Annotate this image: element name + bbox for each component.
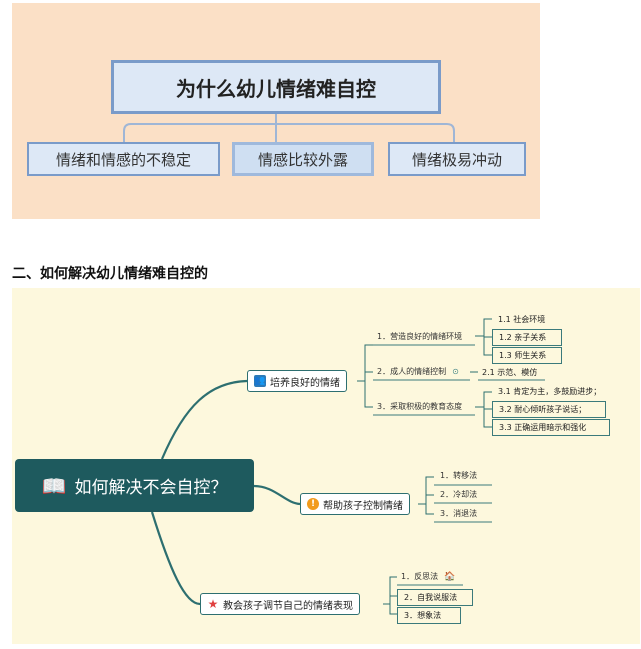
link-central-branch3: [150, 511, 201, 606]
top-child-node: 情绪和情感的不稳定: [27, 142, 220, 176]
sub-label: 1．营造良好的情绪环境: [377, 332, 463, 341]
sub-node: 2．成人的情绪控制 ⊙: [377, 365, 459, 379]
leaf-node: 3.1 肯定为主，多鼓励进步；: [498, 387, 602, 396]
leaf-node: 1.1 社会环境: [498, 315, 546, 324]
warning-icon: !: [307, 498, 319, 510]
branch-label: 培养良好的情绪: [270, 377, 340, 389]
branch-label: 教会孩子调节自己的情绪表现: [223, 600, 353, 612]
branch-label: 帮助孩子控制情绪: [323, 500, 403, 512]
branch-node: ! 帮助孩子控制情绪: [300, 493, 410, 515]
sub-label: 1．反思法: [401, 572, 439, 581]
sub-node: 2．自我说服法: [397, 589, 473, 606]
link-central-branch2: [253, 484, 301, 506]
central-node-label: 如何解决不会自控？: [74, 478, 228, 498]
central-node: 📖 如何解决不会自控？: [15, 459, 254, 512]
gear-icon: ⊙: [452, 367, 459, 376]
top-child-node: 情绪极易冲动: [388, 142, 526, 176]
sub-node: 3．想象法: [397, 607, 461, 624]
sub-node: 2．冷却法: [440, 490, 478, 499]
sub-node: 3．采取积极的教育态度: [377, 400, 462, 414]
leaf-node: 1.3 师生关系: [492, 347, 562, 364]
star-icon: ★: [207, 597, 219, 611]
top-child-node: 情感比较外露: [232, 142, 374, 176]
sub-node: 1．转移法: [440, 471, 478, 480]
sub-node: 1．营造良好的情绪环境: [377, 330, 462, 344]
top-diagram-title: 为什么幼儿情绪难自控: [111, 60, 441, 114]
link-central-branch1: [160, 379, 248, 460]
leaf-node: 2.1 示范、模仿: [482, 368, 538, 377]
leaf-node: 1.2 亲子关系: [492, 329, 562, 346]
people-icon: 👥: [254, 375, 266, 387]
leaf-node: 3.2 耐心倾听孩子说话；: [492, 401, 606, 418]
branch-node: ★ 教会孩子调节自己的情绪表现: [200, 593, 360, 615]
sub-label: 2．成人的情绪控制: [377, 367, 447, 376]
section-heading: 二、如何解决幼儿情绪难自控的: [12, 266, 208, 282]
branch-node: 👥 培养良好的情绪: [247, 370, 347, 392]
sub-label: 3．采取积极的教育态度: [377, 402, 463, 411]
book-icon: 📖: [41, 473, 67, 498]
sub-node: 1．反思法 🏠: [401, 570, 455, 584]
note-icon: 🏠: [444, 572, 456, 582]
sub-node: 3．消退法: [440, 509, 478, 518]
leaf-node: 3.3 正确运用暗示和强化: [492, 419, 610, 436]
